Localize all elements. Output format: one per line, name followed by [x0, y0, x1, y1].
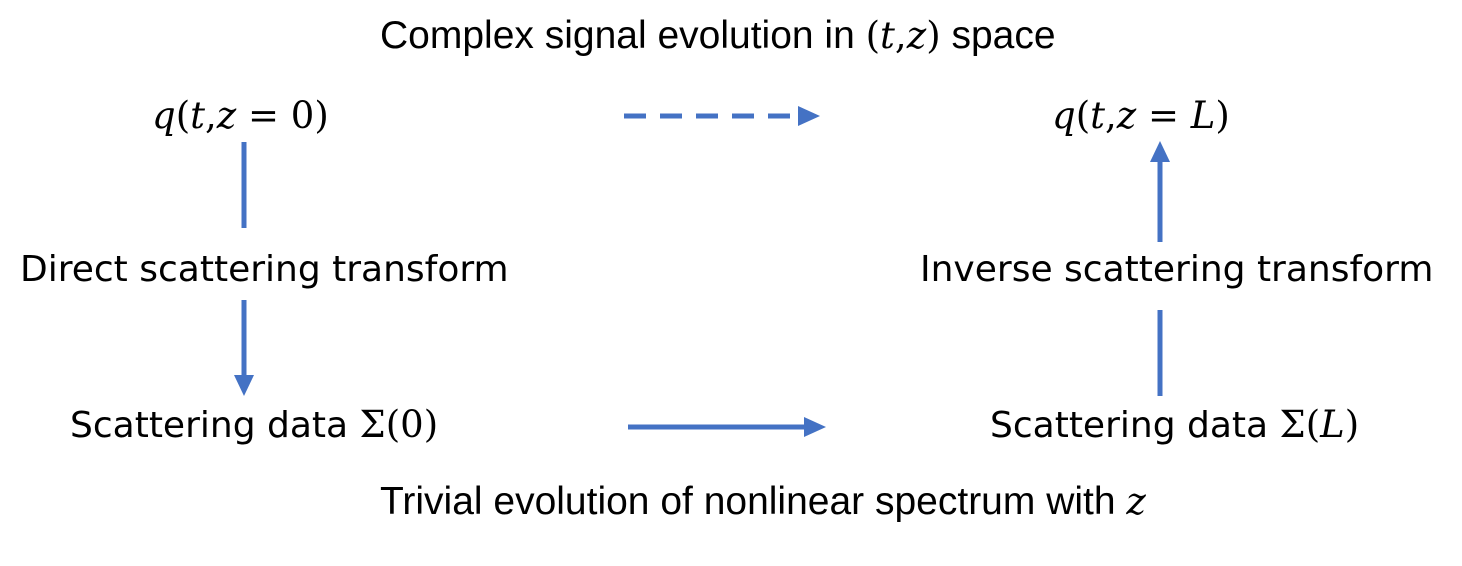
scatter-end-label: Scattering data Σ(L) [990, 406, 1359, 444]
bottom-caption: Trivial evolution of nonlinear spectrum … [380, 482, 1146, 521]
signal-end-z: z [1116, 94, 1137, 137]
signal-start-value: 0 [290, 94, 315, 137]
signal-start-label: q(t,z = 0) [152, 97, 329, 134]
scatter-end-open: ( [1305, 403, 1321, 446]
bottom-caption-text: Trivial evolution of nonlinear spectrum … [380, 480, 1127, 523]
scatter-end-close: ) [1344, 403, 1360, 446]
signal-end-label: q(t,z = L) [1052, 97, 1230, 134]
scatter-end-value: L [1320, 403, 1345, 446]
bottom-caption-z: z [1126, 480, 1146, 523]
signal-end-value: L [1190, 94, 1216, 137]
diagram-title: Complex signal evolution in (t,z) space [380, 16, 1056, 55]
inverse-transform-arrow [1150, 141, 1170, 242]
signal-start-comma: , [205, 94, 217, 137]
scatter-end-text: Scattering data [990, 405, 1280, 446]
signal-start-open: ( [175, 94, 191, 137]
signal-start-close: ) [314, 94, 329, 137]
scatter-end-sigma: Σ [1279, 403, 1306, 446]
title-z: z [906, 14, 927, 57]
scatter-start-sigma: Σ [359, 403, 386, 446]
trivial-evolution-arrow [628, 417, 826, 437]
signal-start-q: q [152, 94, 176, 137]
title-comma: , [894, 14, 907, 57]
signal-start-eq: = [236, 94, 291, 137]
scatter-start-open: ( [385, 403, 401, 446]
title-close-paren: ) [926, 14, 941, 57]
dashed-evolution-arrow [624, 106, 820, 126]
signal-end-eq: = [1136, 94, 1191, 137]
signal-end-comma: , [1105, 94, 1117, 137]
title-prefix: Complex signal evolution in [380, 14, 866, 57]
signal-end-q: q [1052, 94, 1076, 137]
signal-end-open: ( [1075, 94, 1091, 137]
signal-end-close: ) [1215, 94, 1230, 137]
signal-start-z: z [216, 94, 237, 137]
scatter-start-value: 0 [400, 403, 424, 446]
direct-transform-arrow [234, 300, 254, 396]
inverse-transform-label: Inverse scattering transform [920, 249, 1434, 290]
scatter-start-text: Scattering data [70, 405, 360, 446]
signal-start-t: t [190, 94, 205, 137]
signal-end-t: t [1090, 94, 1105, 137]
direct-transform-label: Direct scattering transform [20, 249, 509, 290]
scatter-start-label: Scattering data Σ(0) [70, 406, 438, 444]
title-t: t [880, 14, 895, 57]
scatter-start-close: ) [423, 403, 439, 446]
title-open-paren: ( [865, 14, 881, 57]
title-suffix: space [940, 14, 1056, 57]
